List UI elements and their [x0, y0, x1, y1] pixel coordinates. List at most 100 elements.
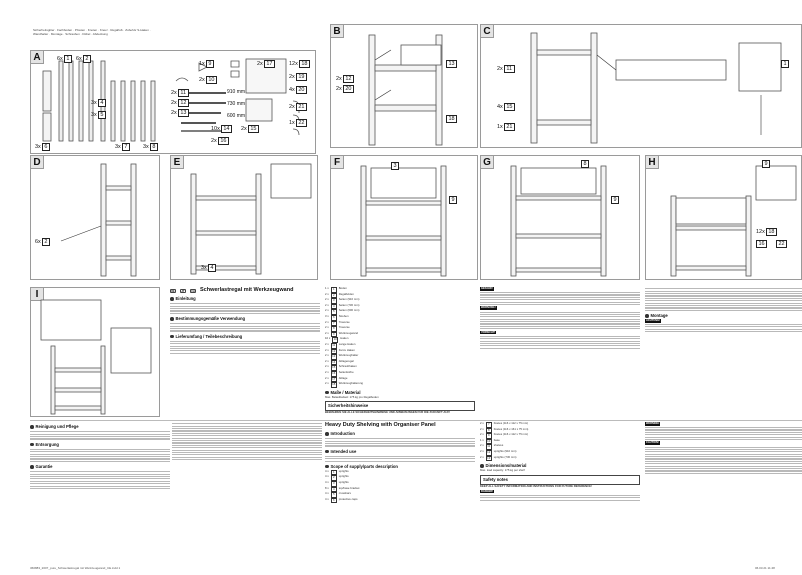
panel-i: I: [30, 287, 160, 417]
de-part-description: Werkzeugwand: [338, 330, 358, 335]
panel-letter-i: I: [31, 288, 44, 301]
dim-910: 910 mm: [227, 89, 246, 95]
de-column-3: GEFAHR! WARNUNG! VORSICHT!: [480, 287, 640, 417]
de-title: DE AT CH Schwerlastregal mit Werkzeugwan…: [170, 287, 294, 293]
de-part-number: 12: [330, 348, 337, 355]
panel-b-part-13: 13: [446, 60, 458, 68]
en-sec-safety: Safety notes: [480, 474, 640, 485]
de-part-description: Schraubhaken: [338, 364, 357, 369]
en-part-qty: 2 x: [480, 443, 484, 448]
dim-730: 730 mm: [227, 101, 246, 107]
de-part-number: 9: [330, 331, 337, 338]
de-part-number: 5: [330, 309, 337, 315]
de-part-description: Seiten (600 mm): [338, 308, 360, 313]
de-part-description: Haken: [340, 336, 349, 341]
en-part-number: 13: [485, 455, 492, 462]
en-part-number: 2: [330, 475, 337, 481]
divider-line: [30, 420, 802, 421]
de-part-qty: 2 x: [325, 358, 329, 363]
warn-label-6: WARNING!: [645, 422, 661, 426]
de-part-description: Ablage: [338, 375, 348, 380]
en-part-number: 11: [485, 444, 492, 450]
de-part-number: 14: [330, 359, 337, 366]
en-part-number: 6: [330, 497, 337, 504]
en-sec-intro: Introduction: [325, 431, 475, 437]
en-part-number: 7: [485, 422, 492, 428]
en-title: Heavy Duty Shelving with Organiser Panel: [325, 422, 436, 428]
en-part-number: 5: [330, 492, 337, 498]
badge-ch: CH: [190, 288, 196, 293]
de-part-number: 3: [330, 298, 337, 304]
panel-f-part-3: 3: [391, 162, 400, 170]
de-part-description: Kurze Haken: [338, 347, 355, 352]
en-part-qty: 4 x: [325, 479, 329, 484]
de-part-qty: 2 x: [325, 381, 329, 386]
en-load: Max. load capacity: 175 kg per shelf: [480, 468, 525, 473]
en-part-description: uprights: [338, 479, 349, 484]
de-part-number: 1: [330, 287, 337, 293]
de-sec-delivery: Lieferumfang / Teilebeschreibung: [170, 334, 320, 340]
de-part-description: Ablageregal: [338, 358, 354, 363]
de-part-qty: 2 x: [325, 291, 329, 296]
de-part-qty: 2 x: [325, 353, 329, 358]
panel-d-drawing: [60, 163, 137, 277]
de-part-qty: 2 x: [325, 330, 329, 335]
en-safety-note: KEEP ALL SAFETY INFORMATION AND INSTRUCT…: [480, 483, 592, 488]
en-part-description: shelves: [493, 443, 504, 448]
de-part-description: Lange Haken: [338, 341, 356, 346]
de-part-number: 15: [330, 365, 337, 371]
panel-h-part-22: 22: [776, 240, 788, 248]
de-column-4: Montage ACHTUNG!: [645, 287, 802, 417]
de-part-qty: 2 x: [325, 325, 329, 330]
de-safety-note: BEWAHREN SIE ALLE SICHERHEITSHINWEISE UN…: [325, 410, 451, 415]
panel-h-part-16: 16: [756, 240, 768, 248]
en-part-qty: 2 x: [480, 448, 484, 453]
panel-f-drawing: [360, 165, 447, 277]
panel-letter-a: A: [31, 51, 44, 64]
panel-f: F 3 9: [330, 155, 478, 280]
en-part-description: braces (116 x 112 x 75 mm): [493, 422, 529, 425]
panel-b-part-18: 18: [446, 115, 458, 123]
en-column-3: WARNING! CAUTION!: [645, 422, 802, 562]
de-part-qty: 2 x: [325, 308, 329, 313]
de-sec-warranty: Garantie: [30, 464, 170, 470]
warn-label-7: CAUTION!: [645, 441, 660, 446]
en-column-1: Heavy Duty Shelving with Organiser Panel…: [325, 422, 475, 562]
en-sec-material: Dimensions/material: [480, 463, 640, 469]
de-part-number: 10: [332, 337, 339, 343]
de-part-qty: 1 x: [325, 287, 329, 290]
panel-c-part-1: 1: [781, 60, 790, 68]
